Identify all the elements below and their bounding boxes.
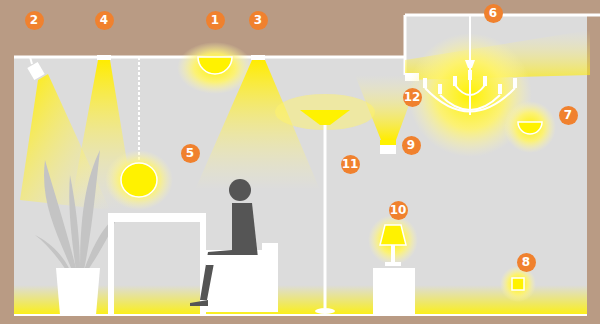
callout-number: 11 [341,155,360,174]
callout-number: 7 [559,106,578,125]
callout-number: 1 [206,11,225,30]
callout-number: 6 [484,4,503,23]
callout-number: 2 [25,11,44,30]
callout-number: 12 [403,88,422,107]
callout-number: 3 [249,11,268,30]
callout-number: 5 [181,144,200,163]
callout-number: 10 [389,201,408,220]
callout-number: 8 [517,253,536,272]
callout-number: 4 [95,11,114,30]
callout-number: 9 [402,136,421,155]
